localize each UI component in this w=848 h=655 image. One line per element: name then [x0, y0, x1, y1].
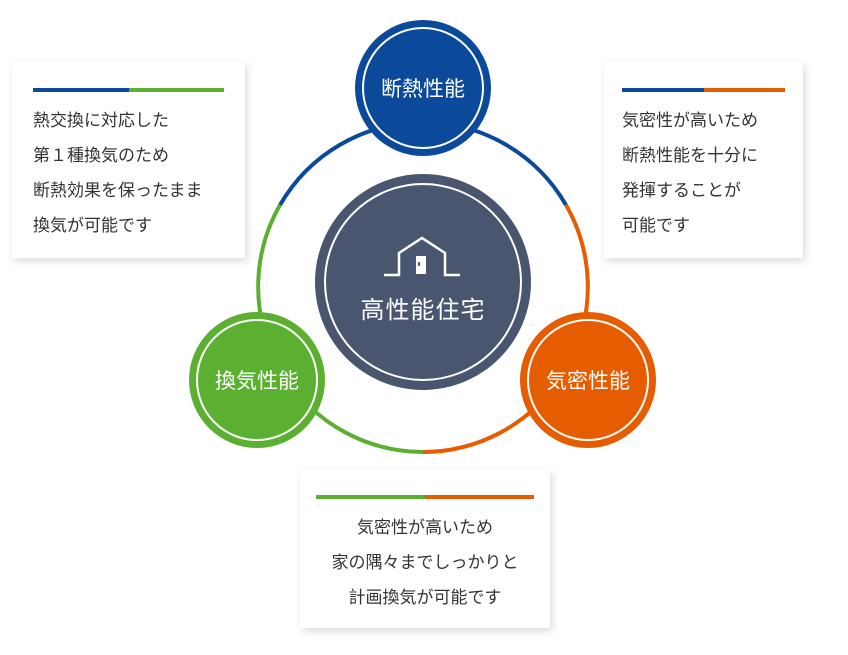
box-line: 断熱効果を保ったまま — [33, 181, 203, 201]
box-line: 家の隅々までしっかりと — [331, 553, 519, 573]
box-line: 断熱性能を十分に — [622, 146, 758, 166]
node-insulation: 断熱性能 — [355, 20, 491, 156]
box-line: 換気が可能です — [33, 216, 152, 236]
color-bar — [316, 495, 534, 499]
box-line: 気密性が高いため — [357, 518, 493, 538]
center-label: 高性能住宅 — [360, 295, 486, 324]
node-label: 気密性能 — [546, 369, 630, 393]
center-node: 高性能住宅 — [315, 174, 531, 390]
node-airtight: 気密性能 — [520, 312, 656, 448]
box-line: 発揮することが — [622, 181, 741, 201]
info-box-airtight-ventilation: 気密性が高いため 家の隅々までしっかりと 計画換気が可能です — [300, 470, 550, 628]
box-line: 計画換気が可能です — [348, 588, 502, 608]
box-line: 第１種換気のため — [33, 146, 169, 166]
color-bar — [33, 88, 224, 92]
node-label: 換気性能 — [215, 369, 299, 393]
node-ventilation: 換気性能 — [189, 312, 325, 448]
box-line: 気密性が高いため — [622, 111, 758, 131]
info-box-ventilation-insulation: 熱交換に対応した 第１種換気のため 断熱効果を保ったまま 換気が可能です — [12, 62, 245, 258]
box-line: 可能です — [622, 216, 690, 236]
info-box-insulation-airtight: 気密性が高いため 断熱性能を十分に 発揮することが 可能です — [604, 62, 803, 258]
color-bar — [622, 88, 785, 92]
box-line: 熱交換に対応した — [33, 111, 169, 131]
house-icon — [384, 236, 460, 276]
node-label: 断熱性能 — [381, 77, 465, 101]
